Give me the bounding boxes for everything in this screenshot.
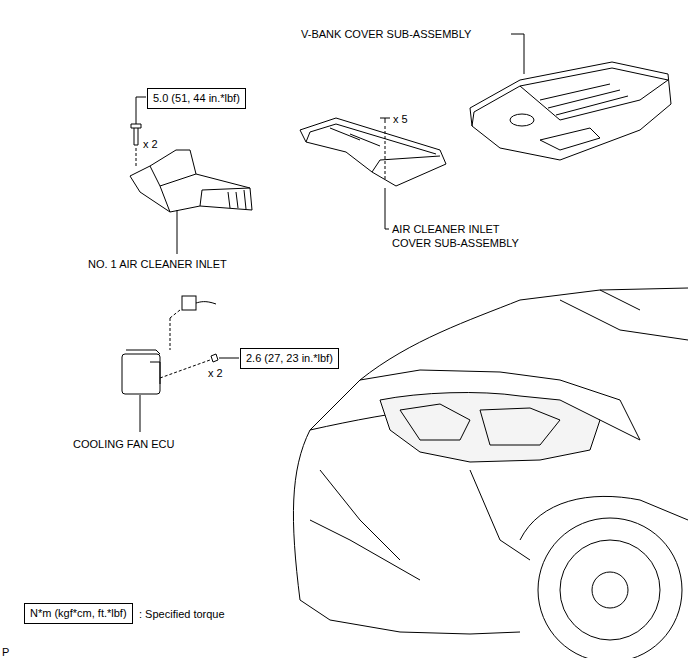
- quantity: x 2: [208, 366, 223, 380]
- torque-value: 5.0 (51, 44 in.*lbf): [153, 92, 240, 105]
- torque-value: 2.6 (27, 23 in.*lbf): [246, 352, 333, 365]
- part-name: V-BANK COVER SUB-ASSEMBLY: [301, 27, 471, 41]
- figure-code: P: [2, 645, 9, 658]
- part-name: NO. 1 AIR CLEANER INLET: [88, 257, 227, 271]
- legend-box: N*m (kgf*cm, ft.*lbf): [24, 603, 133, 624]
- part-name: COOLING FAN ECU: [73, 437, 174, 451]
- torque-box: 2.6 (27, 23 in.*lbf): [240, 348, 339, 369]
- torque-value: N*m (kgf*cm, ft.*lbf): [30, 607, 127, 620]
- quantity: x 2: [143, 137, 158, 151]
- part-name: AIR CLEANER INLET COVER SUB-ASSEMBLY: [392, 222, 524, 250]
- legend-text: : Specified torque: [139, 607, 225, 621]
- torque-box: 5.0 (51, 44 in.*lbf): [147, 88, 246, 109]
- quantity: x 5: [393, 112, 408, 126]
